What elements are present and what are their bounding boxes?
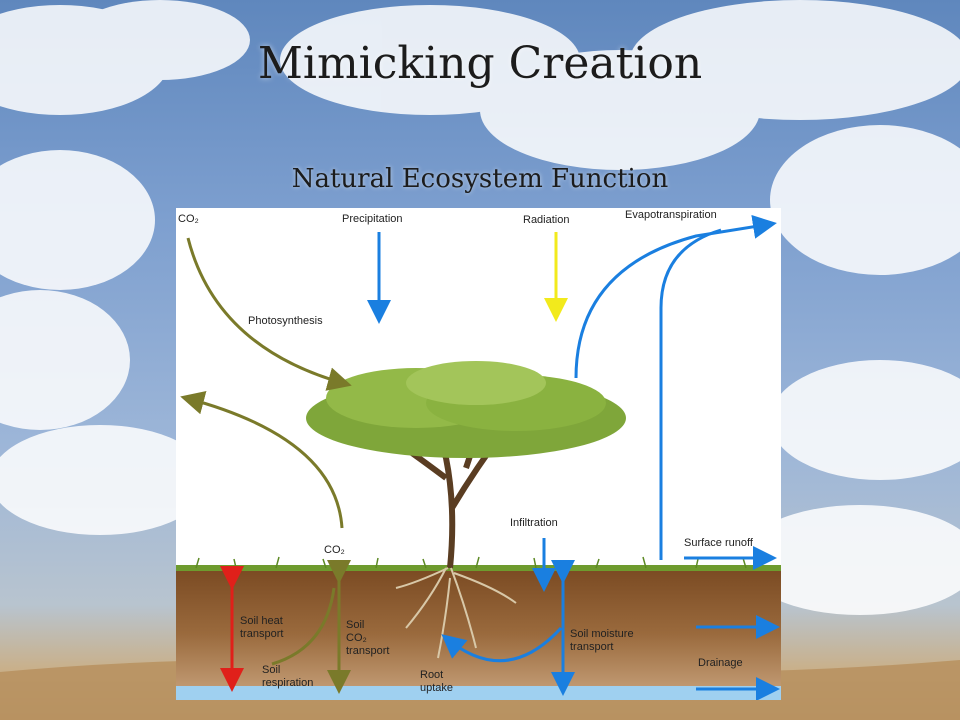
ecosystem-diagram: CO₂ Photosynthesis Precipitation Radiati… [176,208,781,700]
surface-runoff-label: Surface runoff [684,537,754,549]
soil-heat-label-2: transport [240,628,283,640]
soil-panel [176,568,781,700]
root-uptake-label-1: Root [420,669,443,681]
soil-moisture-label-1: Soil moisture [570,628,634,640]
radiation-label: Radiation [523,214,569,226]
soil-respiration-label-2: respiration [262,677,313,689]
soil-co2-label-1: Soil [346,619,364,631]
evapotranspiration-arrow-soil [659,228,722,560]
root-uptake-arrow [441,626,563,663]
soil-respiration-curve [271,587,336,666]
co2-soil-label: CO₂ [324,544,345,556]
soil-heat-label-1: Soil heat [240,615,283,627]
soil-respiration-label-1: Soil [262,664,280,676]
tree [306,361,626,659]
slide-title: Mimicking Creation [257,38,703,89]
evapotranspiration-label: Evapotranspiration [625,209,717,221]
grass-blades [195,556,747,569]
precipitation-label: Precipitation [342,213,403,225]
photosynthesis-label: Photosynthesis [248,315,323,327]
soil-moisture-label-2: transport [570,641,613,653]
photosynthesis-arrow [186,237,352,391]
slide-subtitle: Natural Ecosystem Function [291,164,669,194]
co2-release-arrow [180,391,344,529]
tree-roots [395,567,517,659]
soil-co2-label-3: transport [346,645,389,657]
co2-top-label: CO₂ [178,213,199,225]
evapotranspiration-arrow-tree [574,214,777,379]
drainage-label: Drainage [698,657,743,669]
soil-co2-label-2: CO₂ [346,632,367,644]
root-uptake-label-2: uptake [420,682,453,694]
infiltration-label: Infiltration [510,517,558,529]
